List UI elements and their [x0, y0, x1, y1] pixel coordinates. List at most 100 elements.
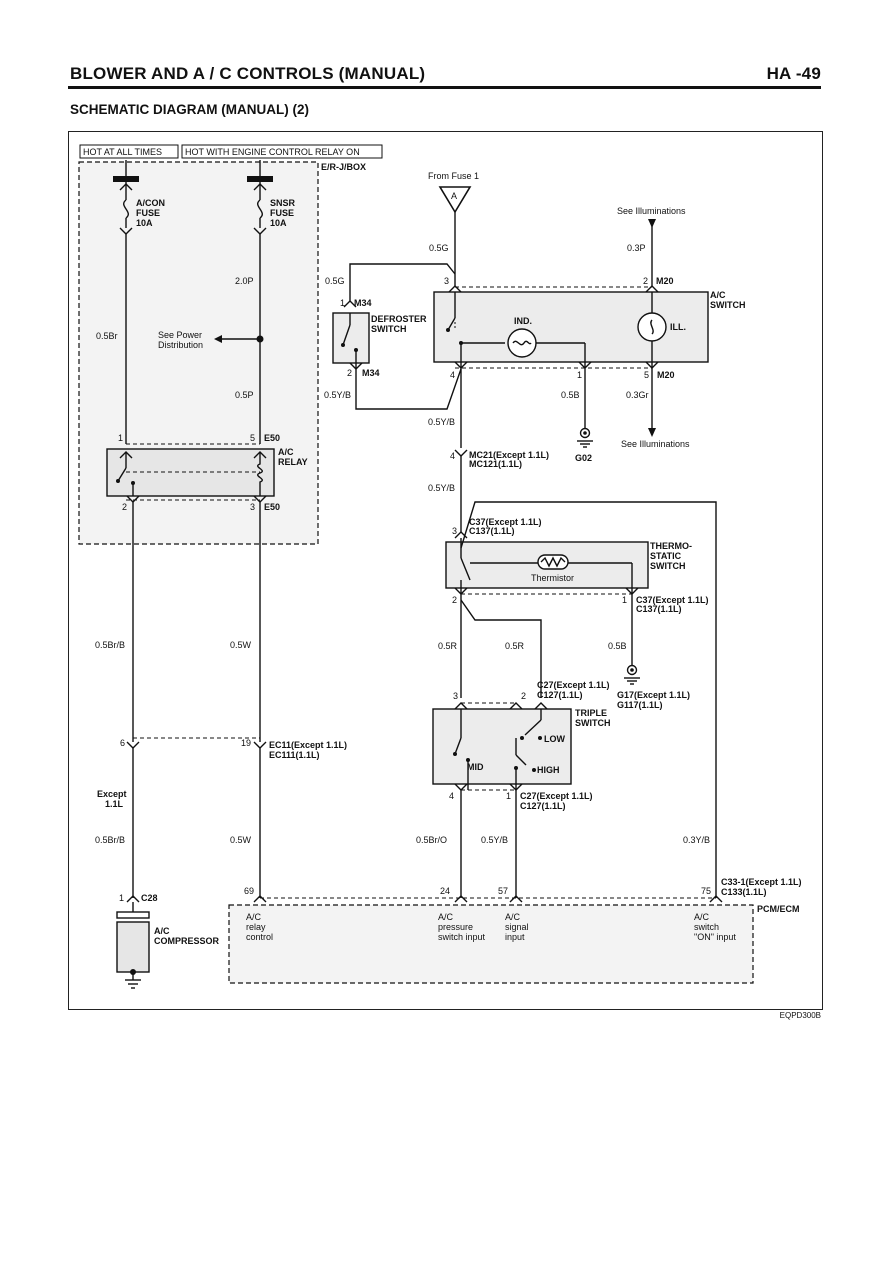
c137-right-label: C137(1.1L)	[636, 604, 682, 614]
pcm-ecm: 69 24 57 75 C33-1(Except 1.1L) C133(1.1L…	[228, 877, 802, 984]
defrost-name-line1: DEFROSTER	[371, 314, 427, 324]
c28-pin-1: 1	[119, 893, 124, 903]
wire-label-05brb-b: 0.5Br/B	[95, 835, 125, 845]
mid-label: MID	[467, 762, 484, 772]
fuse-a-letter: A	[451, 191, 457, 201]
wire-label-05bro: 0.5Br/O	[416, 835, 447, 845]
pcm-relay-line3: control	[246, 932, 273, 942]
relay-connector-e50-bottom: E50	[264, 502, 280, 512]
triple-name-line2: SWITCH	[575, 718, 611, 728]
wire-05yb-defrost	[355, 368, 462, 410]
hot-with-relay-box	[181, 144, 383, 159]
mc-pin-4: 4	[450, 451, 455, 461]
defrost-pin-1: 1	[340, 298, 345, 308]
defrost-name-line2: SWITCH	[371, 324, 407, 334]
pcm-signal-line3: input	[505, 932, 525, 942]
acsw-name-line1: A/C	[710, 290, 726, 300]
ill-label: ILL.	[670, 322, 686, 332]
thermo-pin-2: 2	[452, 595, 457, 605]
wire-03yb	[460, 501, 717, 898]
c127-bottom-label: C127(1.1L)	[520, 801, 566, 811]
acsw-pin-4: 4	[450, 370, 455, 380]
wire-05r-right	[460, 599, 542, 698]
page-number: HA -49	[766, 64, 821, 83]
ec-pin-19: 19	[241, 738, 251, 748]
see-power-distribution: See Power Distribution	[158, 330, 264, 350]
g17-ground: 0.5B G17(Except 1.1L) G117(1.1L)	[608, 594, 690, 710]
wire-label-05brb-a: 0.5Br/B	[95, 640, 125, 650]
thermo-name-line1: THERMO-	[650, 541, 692, 551]
c127-top-label: C127(1.1L)	[537, 690, 583, 700]
c137-top-label: C137(1.1L)	[469, 526, 515, 536]
relay-pin-5: 5	[250, 433, 255, 443]
pcm-relay-line2: relay	[246, 922, 266, 932]
acsw-pin-3: 3	[444, 276, 449, 286]
pcm-press-line1: A/C	[438, 912, 454, 922]
hot-at-all-times-label: HOT AT ALL TIMES	[83, 147, 162, 157]
figure-code: EQPD300B	[779, 1011, 821, 1020]
defrost-connector-m34-bottom: M34	[362, 368, 380, 378]
acsw-connector-m20-bottom: M20	[657, 370, 675, 380]
triple-pin-4: 4	[449, 791, 454, 801]
pcm-press-line3: switch input	[438, 932, 486, 942]
c27-bottom-label: C27(Except 1.1L)	[520, 791, 593, 801]
thermostatic-switch: 3 C37(Except 1.1L) C137(1.1L) THERMO- ST…	[445, 517, 709, 614]
compressor-name-line2: COMPRESSOR	[154, 936, 220, 946]
defroster-switch: 1 M34 DEFROSTER SWITCH 2 M34	[332, 298, 427, 378]
hot-at-all-times-box	[79, 144, 179, 159]
hot-with-relay-label: HOT WITH ENGINE CONTROL RELAY ON	[185, 147, 360, 157]
ind-lamp	[507, 328, 537, 358]
triple-switch: 3 2 C27(Except 1.1L) C127(1.1L) TRIPLE S…	[432, 680, 611, 811]
see-power-line1: See Power	[158, 330, 202, 340]
ac-switch: 3 2 M20 A/C SWITCH IND. ILL. 4 1 5 M20	[433, 276, 746, 380]
high-label: HIGH	[537, 765, 560, 775]
see-illuminations-top: See Illuminations 0.3P	[617, 206, 686, 286]
pcm-label: PCM/ECM	[757, 904, 800, 914]
pcm-pin-57: 57	[498, 886, 508, 896]
pcm-pin-69: 69	[244, 886, 254, 896]
g02-ground: 0.5B G02	[561, 368, 593, 463]
snsr-fuse-type: FUSE	[270, 208, 294, 218]
see-power-line2: Distribution	[158, 340, 203, 350]
g02-label: G02	[575, 453, 592, 463]
relay-name-line1: A/C	[278, 447, 294, 457]
snsr-fuse-name: SNSR	[270, 198, 296, 208]
wire-label-05b-a: 0.5B	[561, 390, 580, 400]
wire-label-03p: 0.3P	[627, 243, 646, 253]
wire-label-05r-b: 0.5R	[505, 641, 525, 651]
acsw-connector-m20-top: M20	[656, 276, 674, 286]
wire-05g-branch	[349, 263, 456, 301]
c133-label: C133(1.1L)	[721, 887, 767, 897]
wire-label-05w-a: 0.5W	[230, 640, 252, 650]
ec11-label: EC11(Except 1.1L)	[269, 740, 347, 750]
wire-label-03yb: 0.3Y/B	[683, 835, 710, 845]
ec-pin-6: 6	[120, 738, 125, 748]
diagram-subtitle: SCHEMATIC DIAGRAM (MANUAL) (2)	[70, 102, 309, 117]
wire-label-05yb-b: 0.5Y/B	[428, 417, 455, 427]
snsr-fuse-rating: 10A	[270, 218, 287, 228]
wire-label-05r-a: 0.5R	[438, 641, 458, 651]
relay-connector-e50-top: E50	[264, 433, 280, 443]
wire-label-05yb-c: 0.5Y/B	[428, 483, 455, 493]
pcm-pin-24: 24	[440, 886, 450, 896]
triple-pin-3: 3	[453, 691, 458, 701]
triple-pin-2: 2	[521, 691, 526, 701]
defrost-connector-m34-top: M34	[354, 298, 372, 308]
g117-label: G117(1.1L)	[617, 700, 663, 710]
acon-fuse-type: FUSE	[136, 208, 160, 218]
wire-label-03gr: 0.3Gr	[626, 390, 649, 400]
pcm-signal-line1: A/C	[505, 912, 521, 922]
except-label-2: 1.1L	[105, 799, 124, 809]
thermo-name-line2: STATIC	[650, 551, 682, 561]
pcm-press-line2: pressure	[438, 922, 473, 932]
ec111-label: EC111(1.1L)	[269, 750, 320, 760]
thermo-pin-3: 3	[452, 526, 457, 536]
c37-right-label: C37(Except 1.1L)	[636, 595, 709, 605]
wire-label-05p: 0.5P	[235, 390, 254, 400]
ac-relay: 1 5 E50 A/C RELAY 2 3 E50	[106, 433, 308, 512]
compressor-name-line1: A/C	[154, 926, 170, 936]
acsw-pin-1: 1	[577, 370, 582, 380]
wire-label-05b-b: 0.5B	[608, 641, 627, 651]
mc121-label: MC121(1.1L)	[469, 459, 522, 469]
